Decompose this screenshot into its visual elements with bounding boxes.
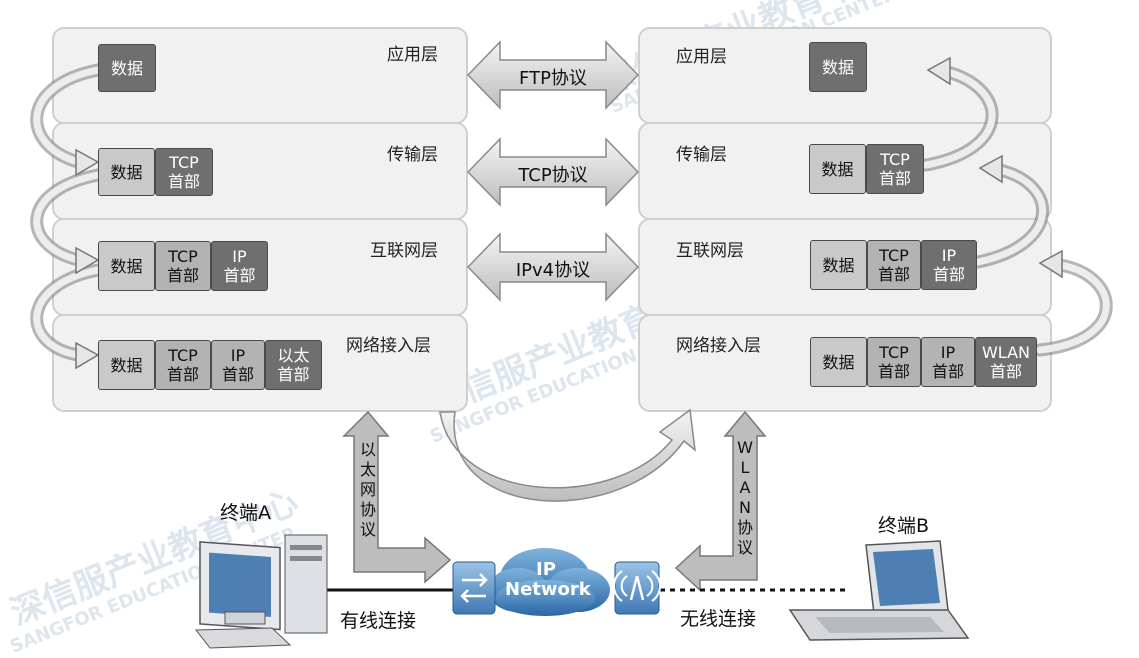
right-app-data-box: 数据	[809, 42, 867, 92]
transmission-u-arrow	[439, 408, 696, 502]
right-access-tcp-header: TCP 首部	[867, 337, 921, 387]
ipv4-protocol-arrow	[466, 232, 640, 302]
cloud-icon	[488, 548, 610, 616]
terminal-b-label: 终端B	[878, 515, 930, 537]
wireless-connection-label: 无线连接	[680, 608, 757, 630]
left-access-tcp-header: TCP 首部	[155, 340, 211, 390]
desktop-computer-icon	[194, 534, 328, 649]
right-access-data-box: 数据	[810, 337, 867, 387]
left-app-data-box: 数据	[98, 44, 156, 92]
right-transport-data-box: 数据	[809, 144, 866, 194]
right-decapsulation-arrows	[919, 65, 1113, 357]
ftp-protocol-label: FTP协议	[519, 68, 587, 89]
ip-network-line1: IP	[536, 559, 556, 580]
left-internet-data-box: 数据	[98, 241, 155, 291]
right-transport-tcp-header: TCP 首部	[866, 144, 924, 194]
right-internet-layer-label: 互联网层	[676, 241, 744, 261]
wlan-link-arrow	[674, 410, 767, 592]
right-access-ip-header: IP 首部	[921, 337, 975, 387]
wlan-protocol-label: W L A N 协 议	[736, 438, 753, 557]
right-internet-ip-header: IP 首部	[921, 240, 977, 290]
left-access-ip-header: IP 首部	[211, 340, 265, 390]
right-access-wlan-header: WLAN 首部	[975, 337, 1037, 387]
right-internet-data-box: 数据	[810, 240, 867, 290]
left-internet-tcp-header: TCP 首部	[155, 241, 211, 291]
left-access-data-box: 数据	[98, 340, 155, 390]
terminal-a-label: 终端A	[220, 502, 271, 524]
left-transport-tcp-header: TCP 首部	[155, 148, 213, 196]
left-application-layer-label: 应用层	[387, 45, 438, 65]
right-internet-tcp-header: TCP 首部	[867, 240, 921, 290]
left-internet-ip-header: IP 首部	[211, 241, 268, 291]
right-network-access-layer-label: 网络接入层	[676, 336, 761, 356]
right-transport-layer-label: 传输层	[676, 145, 727, 165]
tcp-protocol-arrow	[466, 137, 640, 207]
left-internet-layer-label: 互联网层	[370, 241, 438, 261]
ftp-protocol-arrow	[466, 40, 640, 110]
wireless-access-point-icon	[613, 561, 661, 615]
ipv4-protocol-label: IPv4协议	[515, 260, 591, 281]
ip-network-label: IP Network	[505, 559, 591, 600]
ip-network-line2: Network	[505, 579, 591, 600]
left-access-ethernet-header: 以太 首部	[265, 340, 322, 390]
left-transport-data-box: 数据	[98, 148, 155, 196]
left-transport-layer-label: 传输层	[387, 145, 438, 165]
left-encapsulation-arrows	[32, 65, 103, 360]
wired-connection-label: 有线连接	[340, 610, 417, 632]
ethernet-protocol-label: 以 太 网 协 议	[359, 440, 376, 539]
left-network-access-layer-label: 网络接入层	[346, 336, 431, 356]
right-application-layer-label: 应用层	[676, 47, 727, 67]
tcp-protocol-label: TCP协议	[518, 165, 588, 186]
switch-icon	[452, 561, 496, 615]
ethernet-link-arrow	[342, 410, 452, 584]
laptop-icon	[788, 540, 970, 641]
